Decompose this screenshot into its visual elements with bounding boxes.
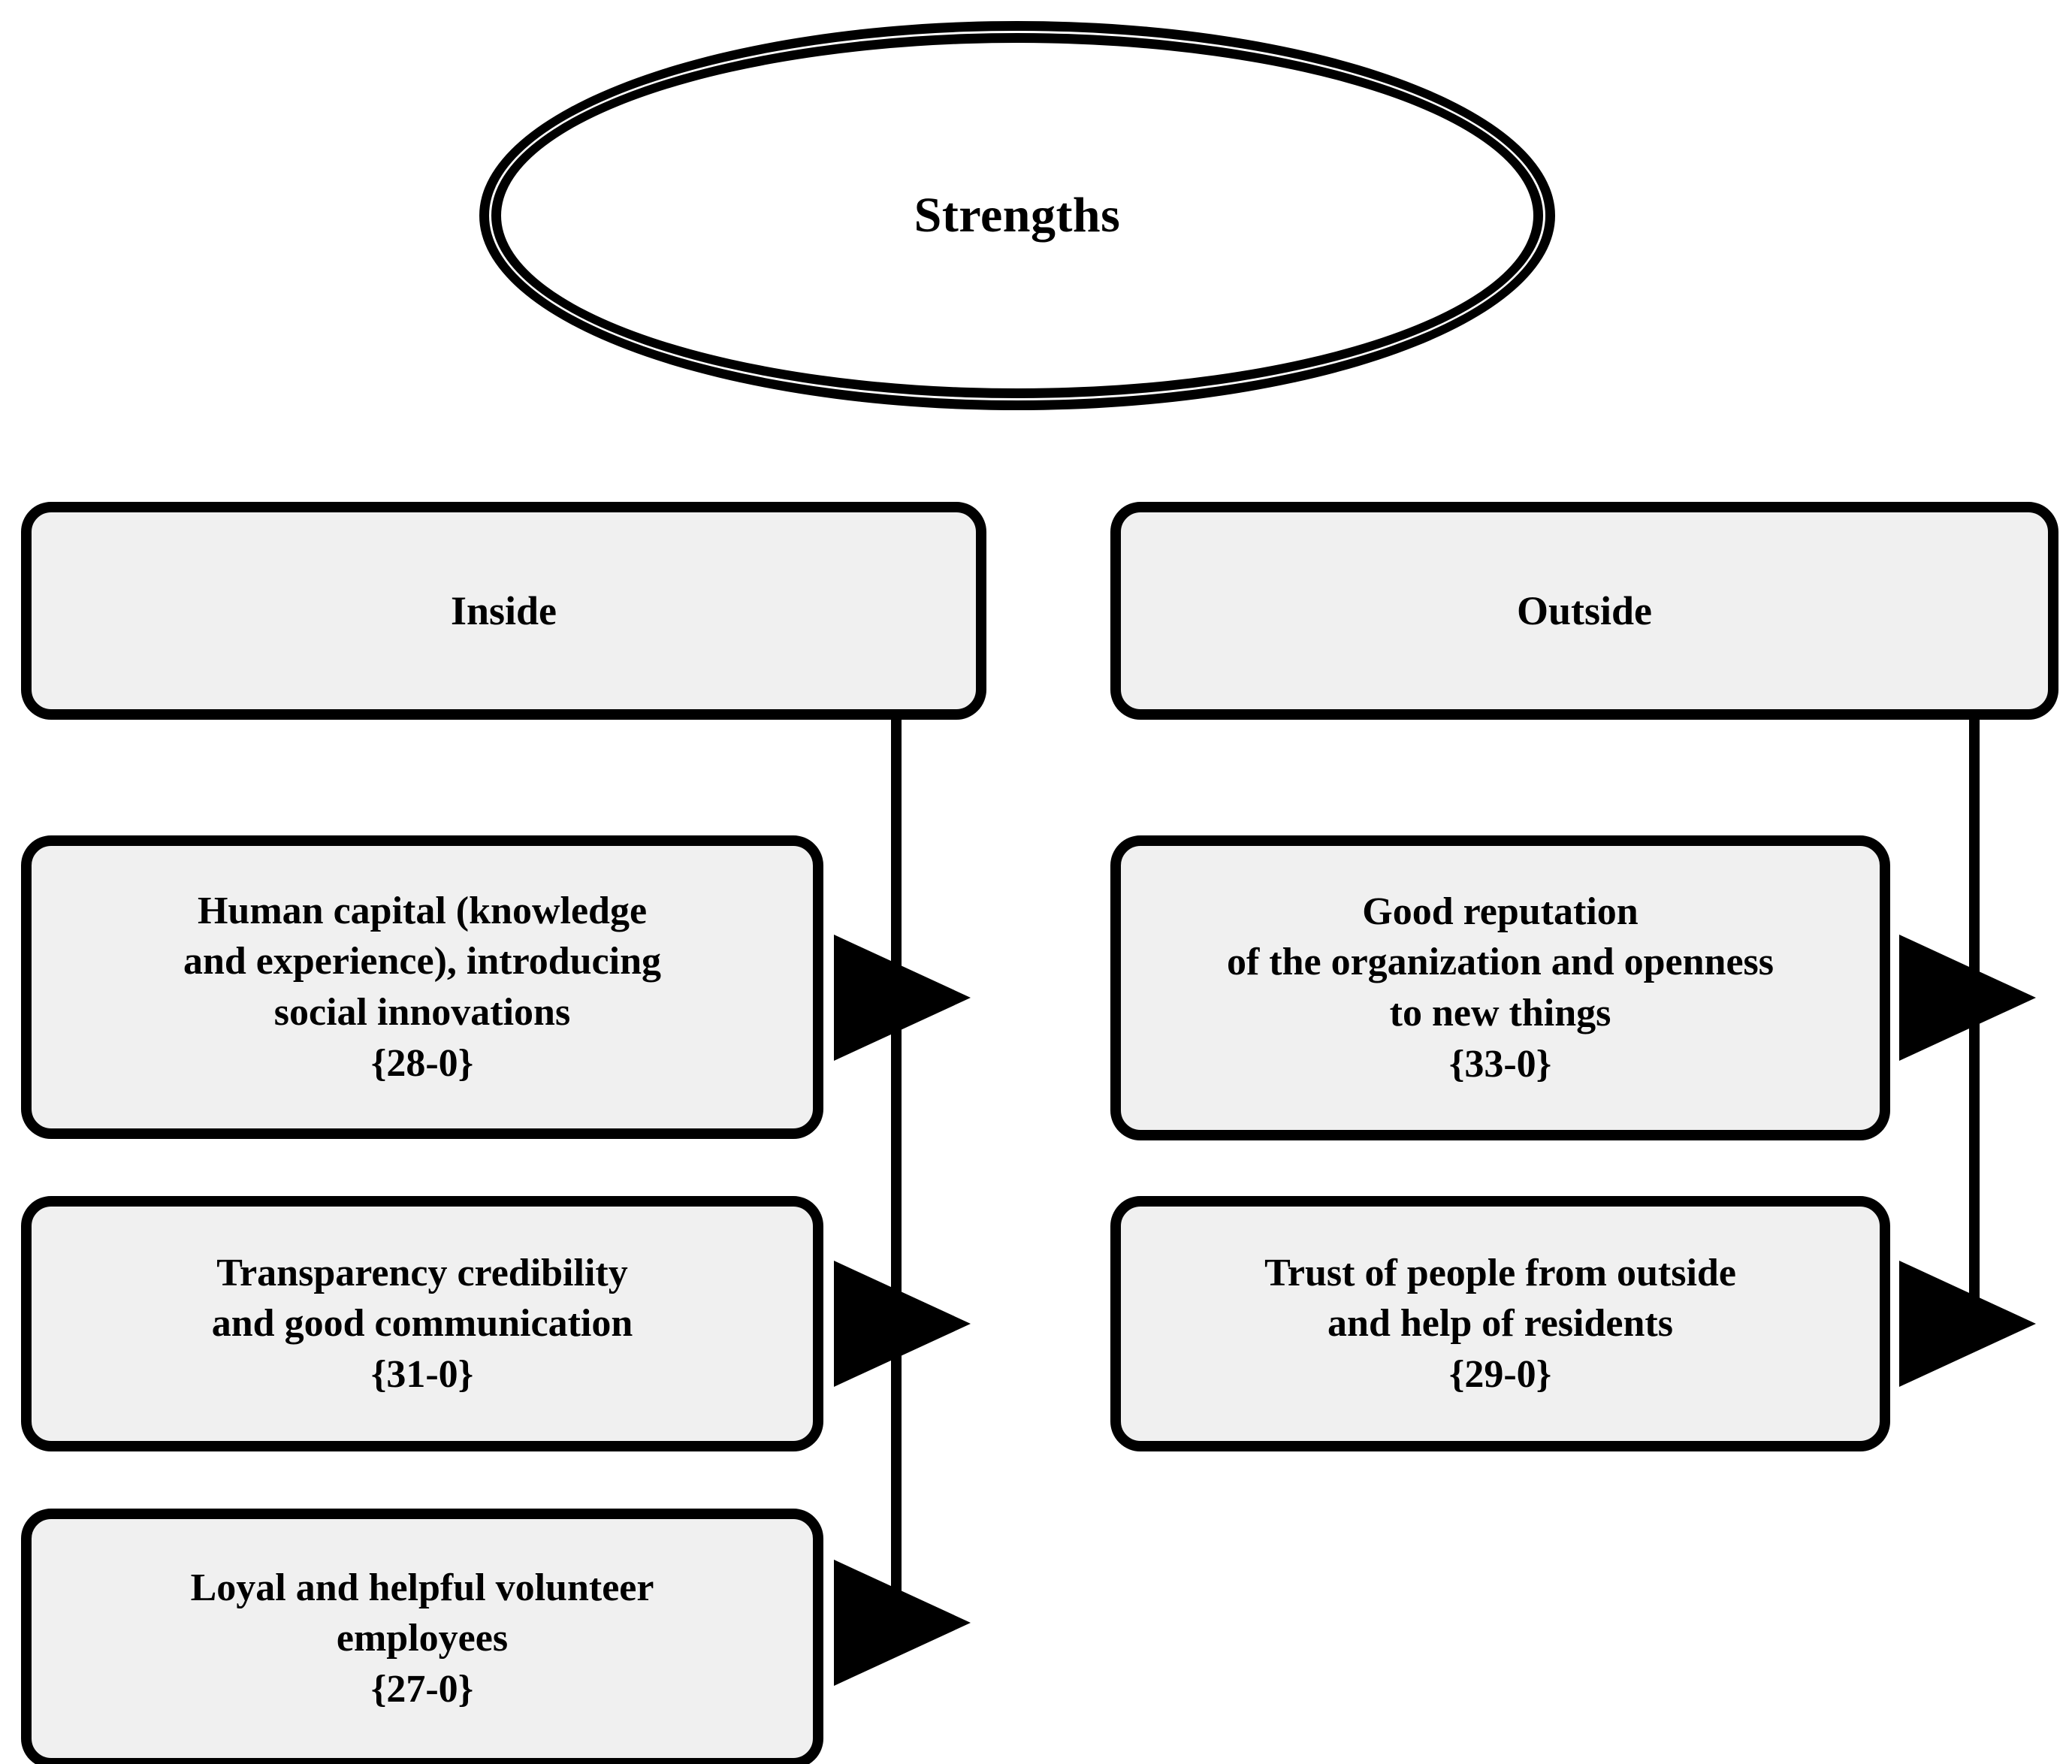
category-box-inside[interactable]: Inside — [21, 502, 986, 720]
leaf-box-trust-of-people[interactable]: Trust of people from outside and help of… — [1110, 1196, 1890, 1451]
leaf-box-transparency-credibility-text: Transparency credibility and good commun… — [211, 1251, 633, 1396]
root-node-strengths[interactable]: Strengths — [479, 21, 1555, 410]
category-box-outside[interactable]: Outside — [1110, 502, 2058, 720]
root-node-label: Strengths — [914, 188, 1121, 243]
leaf-box-human-capital[interactable]: Human capital (knowledge and experience)… — [21, 835, 823, 1139]
leaf-box-good-reputation-text: Good reputation of the organization and … — [1226, 890, 1774, 1086]
leaf-box-transparency-credibility[interactable]: Transparency credibility and good commun… — [21, 1196, 823, 1451]
leaf-box-human-capital-text: Human capital (knowledge and experience)… — [183, 889, 662, 1085]
leaf-box-loyal-volunteers[interactable]: Loyal and helpful volunteer employees {2… — [21, 1509, 823, 1764]
leaf-box-trust-of-people-text: Trust of people from outside and help of… — [1264, 1251, 1736, 1396]
category-box-outside-label: Outside — [1516, 587, 1653, 633]
leaf-box-loyal-volunteers-text: Loyal and helpful volunteer employees {2… — [190, 1566, 654, 1711]
category-box-inside-label: Inside — [450, 587, 557, 633]
leaf-box-good-reputation[interactable]: Good reputation of the organization and … — [1110, 835, 1890, 1140]
